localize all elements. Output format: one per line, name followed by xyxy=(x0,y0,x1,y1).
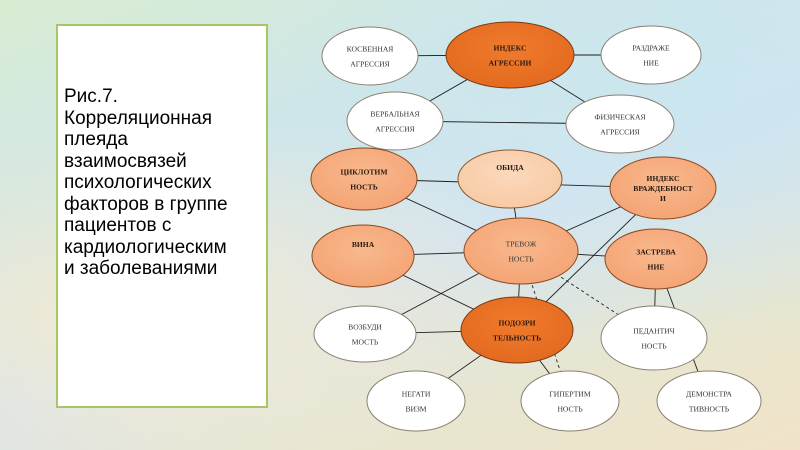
node-shape xyxy=(346,91,444,151)
node-label: АГРЕССИЯ xyxy=(600,128,639,137)
node-shape xyxy=(457,149,563,209)
node-label: ЗАСТРЕВА xyxy=(636,248,676,257)
node-shape xyxy=(600,305,708,371)
node-shape xyxy=(366,370,466,432)
node-pedantry: ПЕДАНТИЧ НОСТЬ xyxy=(600,305,708,371)
node-label: ДЕМОНСТРА xyxy=(686,390,732,399)
node-hyperthymia: ГИПЕРТИМ НОСТЬ xyxy=(520,370,620,432)
node-label: ОБИДА xyxy=(496,163,524,172)
node-label: ГИПЕРТИМ xyxy=(549,390,590,399)
node-label: АГРЕССИЯ xyxy=(375,125,414,134)
node-label: НОСТЬ xyxy=(557,405,583,414)
node-label: ВИЗМ xyxy=(405,405,426,414)
node-shape xyxy=(313,305,417,363)
correlation-diagram: КОСВЕННАЯ АГРЕССИЯ ИНДЕКС АГРЕССИИ РАЗДРАЖЕ Н… xyxy=(290,0,800,450)
caption-panel: Рис.7. Корреляционная плеяда взаимосвязе… xyxy=(56,24,268,408)
node-label: ВОЗБУДИ xyxy=(348,323,382,332)
node-label: РАЗДРАЖЕ xyxy=(632,44,670,53)
node-guilt: ВИНА xyxy=(311,224,415,288)
node-suspicion: ПОДОЗРИ ТЕЛЬНОСТЬ xyxy=(460,296,574,364)
node-label: АГРЕССИЯ xyxy=(350,60,389,69)
node-label: ТЕЛЬНОСТЬ xyxy=(493,334,541,343)
node-label: ИНДЕКС xyxy=(494,44,527,53)
node-label: ИНДЕКС xyxy=(647,174,680,183)
node-label: ПЕДАНТИЧ xyxy=(633,327,674,336)
node-shape xyxy=(565,94,675,154)
node-verbal-aggr: ВЕРБАЛЬНАЯ АГРЕССИЯ xyxy=(346,91,444,151)
node-shape xyxy=(321,26,419,86)
node-aggr-index: ИНДЕКС АГРЕССИИ xyxy=(445,21,575,89)
node-excitability: ВОЗБУДИ МОСТЬ xyxy=(313,305,417,363)
node-label: НИЕ xyxy=(648,263,665,272)
node-resentment: ОБИДА xyxy=(457,149,563,209)
node-label: АГРЕССИИ xyxy=(489,59,532,68)
node-shape xyxy=(520,370,620,432)
node-label: КОСВЕННАЯ xyxy=(347,45,394,54)
node-label: ЦИКЛОТИМ xyxy=(340,168,387,177)
node-cyclothymia: ЦИКЛОТИМ НОСТЬ xyxy=(310,147,418,211)
node-label: НОСТЬ xyxy=(641,342,667,351)
figure-caption: Рис.7. Корреляционная плеяда взаимосвязе… xyxy=(64,86,228,279)
node-shape xyxy=(463,217,579,285)
node-label: ВРАЖДЕБНОСТ xyxy=(633,184,693,193)
node-demonstrativeness: ДЕМОНСТРА ТИВНОСТЬ xyxy=(656,370,762,432)
node-label: ВИНА xyxy=(352,240,375,249)
node-label: НОСТЬ xyxy=(508,255,534,264)
node-shape xyxy=(310,147,418,211)
node-label: НОСТЬ xyxy=(350,183,377,192)
node-label: И xyxy=(660,194,666,203)
node-label: ВЕРБАЛЬНАЯ xyxy=(370,110,419,119)
node-physical-aggr: ФИЗИЧЕСКАЯ АГРЕССИЯ xyxy=(565,94,675,154)
node-label: НЕГАТИ xyxy=(402,390,431,399)
node-label: ТИВНОСТЬ xyxy=(689,405,730,414)
node-indirect-aggr: КОСВЕННАЯ АГРЕССИЯ xyxy=(321,26,419,86)
node-shape xyxy=(609,156,717,220)
node-label: ФИЗИЧЕСКАЯ xyxy=(594,113,645,122)
node-shape xyxy=(460,296,574,364)
node-label: МОСТЬ xyxy=(352,338,379,347)
node-anxiety: ТРЕВОЖ НОСТЬ xyxy=(463,217,579,285)
node-label: ПОДОЗРИ xyxy=(498,319,535,328)
node-label: ТРЕВОЖ xyxy=(506,240,537,249)
diagram-canvas: КОСВЕННАЯ АГРЕССИЯ ИНДЕКС АГРЕССИИ РАЗДРАЖЕ Н… xyxy=(310,21,762,432)
node-shape xyxy=(656,370,762,432)
node-shape xyxy=(600,25,702,85)
node-irritation: РАЗДРАЖЕ НИЕ xyxy=(600,25,702,85)
node-shape xyxy=(445,21,575,89)
node-label: НИЕ xyxy=(643,59,659,68)
node-negativism: НЕГАТИ ВИЗМ xyxy=(366,370,466,432)
node-stuck: ЗАСТРЕВА НИЕ xyxy=(604,228,708,290)
node-shape xyxy=(604,228,708,290)
node-shape xyxy=(311,224,415,288)
